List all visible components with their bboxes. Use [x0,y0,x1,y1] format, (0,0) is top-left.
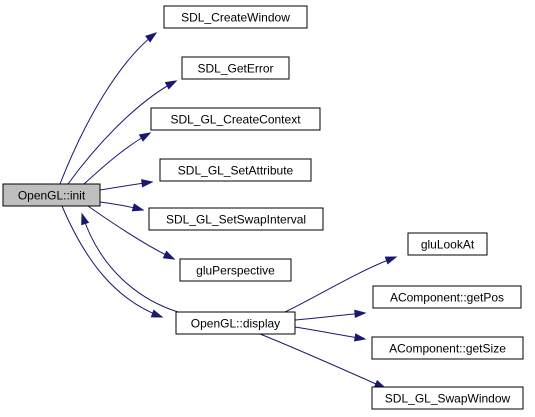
node-label: AComponent::getSize [389,342,506,356]
nodes-layer: OpenGL::init SDL_CreateWindowSDL_GetError… [2,5,524,410]
node-sdl-createwindow[interactable]: SDL_CreateWindow [163,5,308,29]
node-label: gluPerspective [196,264,275,278]
node-opengl-init[interactable]: OpenGL::init [2,183,101,207]
edge-arrowhead [354,309,367,319]
node-box [159,158,312,182]
edge-arrowhead [131,203,145,212]
edge-arrowhead [353,333,367,342]
edge-arrowhead [384,256,398,265]
edge-opengl-init-to-sdl-gl-setswapinterval [99,201,145,212]
node-box [179,258,292,282]
edge-opengl-init-to-sdl-geterror [67,80,178,185]
node-box [181,56,290,80]
edge-opengl-display-to-acomponent-getsize [294,326,367,342]
edge-line [81,213,179,313]
edge-arrowhead [138,132,152,142]
edge-line [294,312,366,321]
node-acomponent-getpos[interactable]: AComponent::getPos [372,285,522,309]
edge-arrowhead [150,309,164,318]
edges-layer [59,32,398,389]
node-sdl-gl-setattribute[interactable]: SDL_GL_SetAttribute [159,158,312,182]
node-opengl-display[interactable]: OpenGL::display [175,311,296,335]
node-box [150,107,321,131]
edge-arrowhead [145,32,158,43]
edge-line [259,333,386,389]
node-label: SDL_GL_CreateContext [170,113,301,127]
edge-line [61,205,163,318]
edge-line [67,80,177,185]
node-box [148,207,324,231]
edge-line [294,326,366,340]
edge-arrowhead [162,250,176,260]
node-acomponent-getsize[interactable]: AComponent::getSize [371,336,524,360]
edge-line [59,32,157,185]
node-label: SDL_GetError [197,62,273,76]
node-sdl-gl-swapwindow[interactable]: SDL_GL_SwapWindow [371,386,524,410]
edge-arrowhead [81,212,90,226]
edge-opengl-init-to-opengl-display [61,205,164,318]
node-label: SDL_GL_SetSwapInterval [166,213,306,227]
node-glulookat[interactable]: gluLookAt [407,232,488,256]
node-label: OpenGL::init [18,189,86,203]
node-box [2,183,101,207]
edge-opengl-display-to-sdl-gl-swapwindow [259,333,387,389]
node-label: gluLookAt [421,238,475,252]
edge-opengl-init-to-sdl-gl-setattribute [99,179,154,191]
edge-opengl-init-to-sdl-gl-createcontext [83,132,152,185]
edge-opengl-display-to-glulookat [284,256,398,313]
node-label: AComponent::getPos [390,291,504,305]
node-box [163,5,308,29]
edge-arrowhead [141,179,154,188]
node-gluperspective[interactable]: gluPerspective [179,258,292,282]
edge-line [284,256,397,313]
node-box [372,285,522,309]
node-box [175,311,296,335]
edge-opengl-display-to-acomponent-getpos [294,309,367,321]
node-box [407,232,488,256]
node-label: SDL_GL_SetAttribute [178,164,294,178]
node-label: SDL_CreateWindow [181,11,290,25]
node-sdl-geterror[interactable]: SDL_GetError [181,56,290,80]
node-box [371,336,524,360]
node-sdl-gl-setswapinterval[interactable]: SDL_GL_SetSwapInterval [148,207,324,231]
edge-opengl-init-to-sdl-createwindow [59,32,158,185]
node-box [371,386,524,410]
edge-arrowhead [164,80,178,90]
node-sdl-gl-createcontext[interactable]: SDL_GL_CreateContext [150,107,321,131]
edge-opengl-init-to-gluperspective [87,205,176,260]
edge-opengl-display-to-opengl-init [81,212,179,313]
edge-line [83,132,151,185]
node-label: SDL_GL_SwapWindow [385,392,511,406]
node-label: OpenGL::display [191,317,280,331]
